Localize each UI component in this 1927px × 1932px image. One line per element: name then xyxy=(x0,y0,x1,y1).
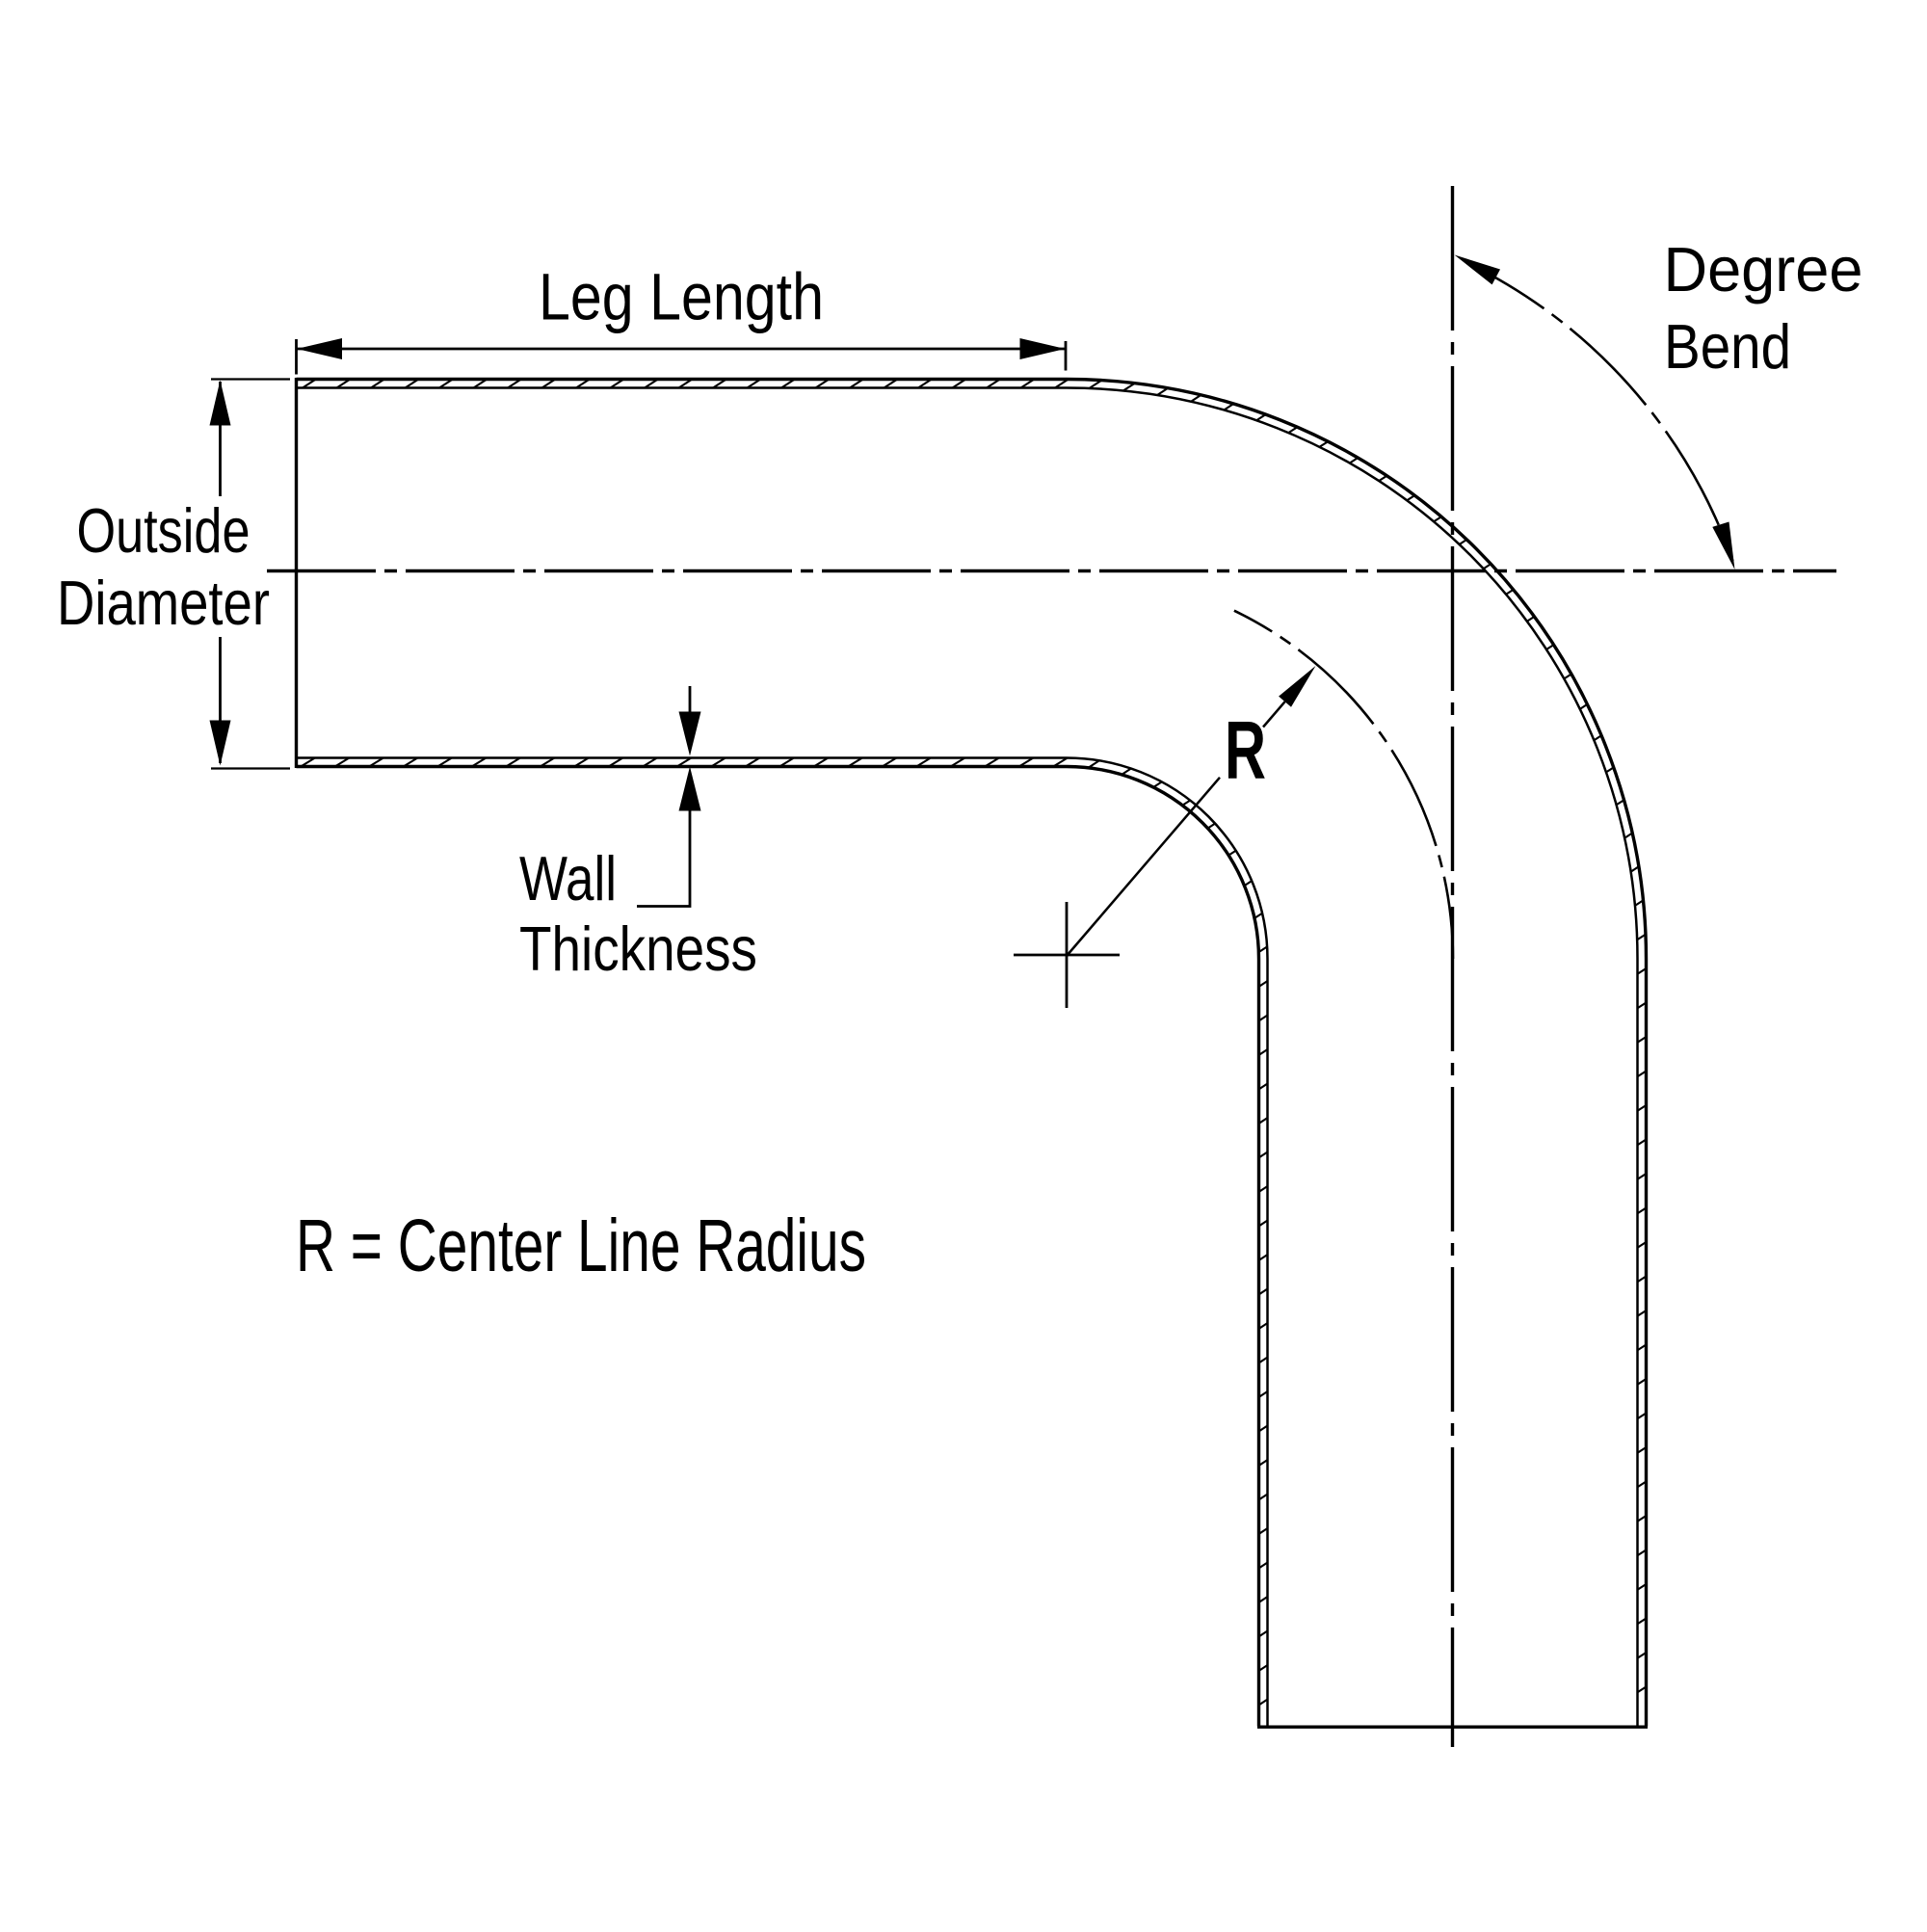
svg-text:Outside: Outside xyxy=(77,496,251,566)
svg-text:Thickness: Thickness xyxy=(519,914,757,984)
svg-text:R: R xyxy=(1225,705,1266,797)
svg-text:Wall: Wall xyxy=(519,844,617,913)
svg-text:R = Center Line Radius: R = Center Line Radius xyxy=(296,1204,866,1287)
svg-text:Bend: Bend xyxy=(1664,312,1791,382)
svg-text:Leg Length: Leg Length xyxy=(539,260,824,334)
svg-text:Degree: Degree xyxy=(1664,235,1863,304)
svg-text:Diameter: Diameter xyxy=(57,569,270,638)
